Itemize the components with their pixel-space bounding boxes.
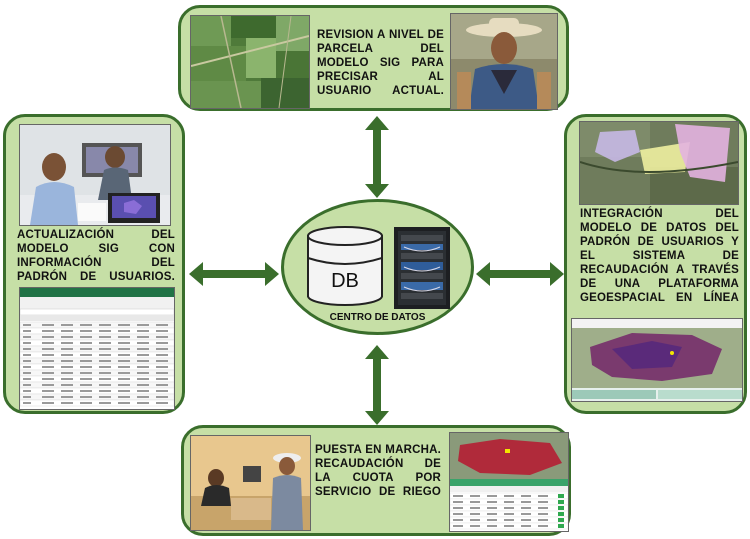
- panel-sig-update: ACTUALIZACIÓN DEL MODELO SIG CON INFORMA…: [3, 114, 185, 414]
- data-center-hub: DB CENTRO DE DATOS: [281, 199, 474, 335]
- payment-office-photo: [190, 435, 311, 531]
- panel-bottom-text: PUESTA EN MARCHA. RECAUDACIÓN DE LA CUOT…: [315, 444, 441, 498]
- parcel-map-image: [579, 121, 739, 205]
- farmer-photo: [450, 13, 558, 110]
- panel-right-text: INTEGRACIÓN DEL MODELO DE DATOS DEL PADR…: [580, 208, 739, 304]
- panel-top-text: REVISION A NIVEL DE PARCELA DEL MODELO S…: [317, 29, 444, 97]
- db-label: DB: [331, 270, 359, 292]
- database-icon: DB: [307, 226, 383, 306]
- panel-parcel-review: REVISION A NIVEL DE PARCELA DEL MODELO S…: [178, 5, 569, 111]
- panel-launch: PUESTA EN MARCHA. RECAUDACIÓN DE LA CUOT…: [181, 425, 571, 536]
- web-platform-screenshot: [571, 318, 743, 402]
- double-arrow-icon: [476, 262, 564, 286]
- panel-geospatial-integration: INTEGRACIÓN DEL MODELO DE DATOS DEL PADR…: [564, 114, 747, 414]
- double-arrow-icon: [365, 116, 389, 198]
- payment-system-screenshot: [449, 432, 569, 532]
- data-center-title: CENTRO DE DATOS: [329, 312, 426, 323]
- spreadsheet-image: [19, 287, 175, 410]
- satellite-image: [190, 15, 310, 109]
- double-arrow-icon: [365, 345, 389, 425]
- double-arrow-icon: [189, 262, 279, 286]
- server-rack-icon: [394, 227, 450, 309]
- office-photo: [19, 124, 171, 226]
- panel-left-text: ACTUALIZACIÓN DEL MODELO SIG CON INFORMA…: [17, 229, 175, 283]
